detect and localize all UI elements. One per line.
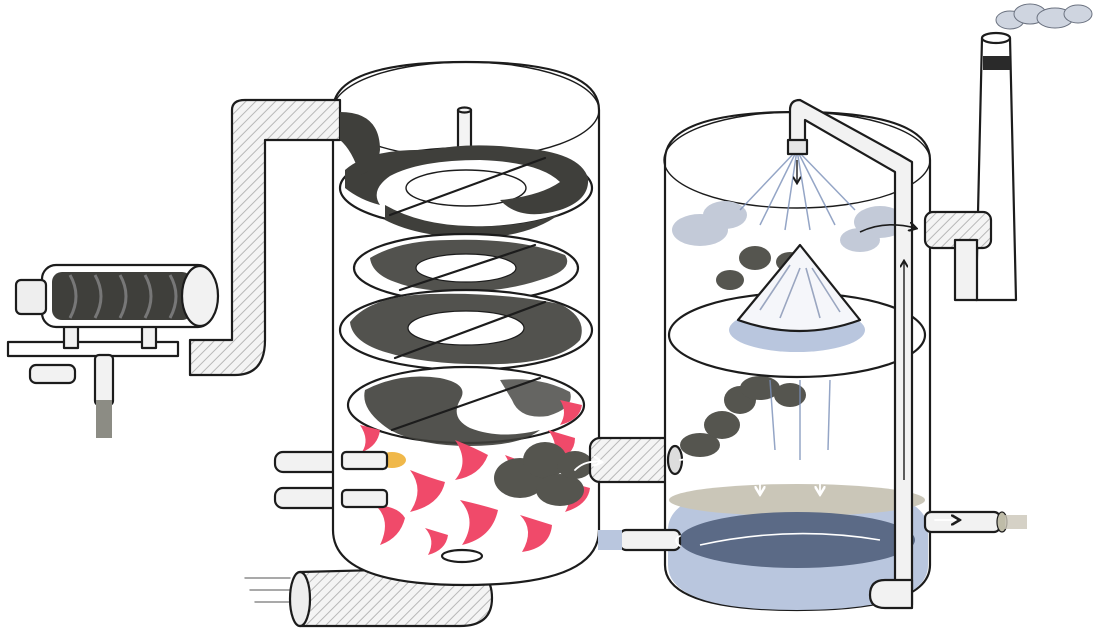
recirculation-pipe: [786, 98, 914, 610]
hearth-4: [346, 365, 586, 446]
hearth-3: [338, 288, 594, 372]
stack-smoke: [995, 3, 1093, 30]
water-inlet: [598, 528, 682, 552]
spray-pattern: [739, 149, 856, 460]
clean-gas-duct: [859, 210, 993, 302]
multiple-hearth-furnace: [331, 60, 601, 587]
hearth-1: [338, 145, 594, 238]
feed-pipe: [188, 98, 380, 377]
hearth-2: [352, 232, 580, 304]
scrubber-water: [668, 484, 928, 610]
steam-clouds: [672, 201, 906, 252]
scrubber-tray: [667, 243, 927, 379]
flow-arrows: [760, 160, 820, 493]
spray-nozzle: [786, 138, 809, 156]
auger-icon: [52, 272, 192, 320]
screw-feeder: [6, 263, 220, 438]
ash-discharge: [440, 548, 484, 564]
burners: [340, 450, 389, 509]
wet-scrubber: [663, 110, 932, 612]
ash-slurry-outlet: [923, 510, 1027, 534]
furnace-flue-gas: [494, 442, 593, 506]
stack: [974, 3, 1093, 302]
